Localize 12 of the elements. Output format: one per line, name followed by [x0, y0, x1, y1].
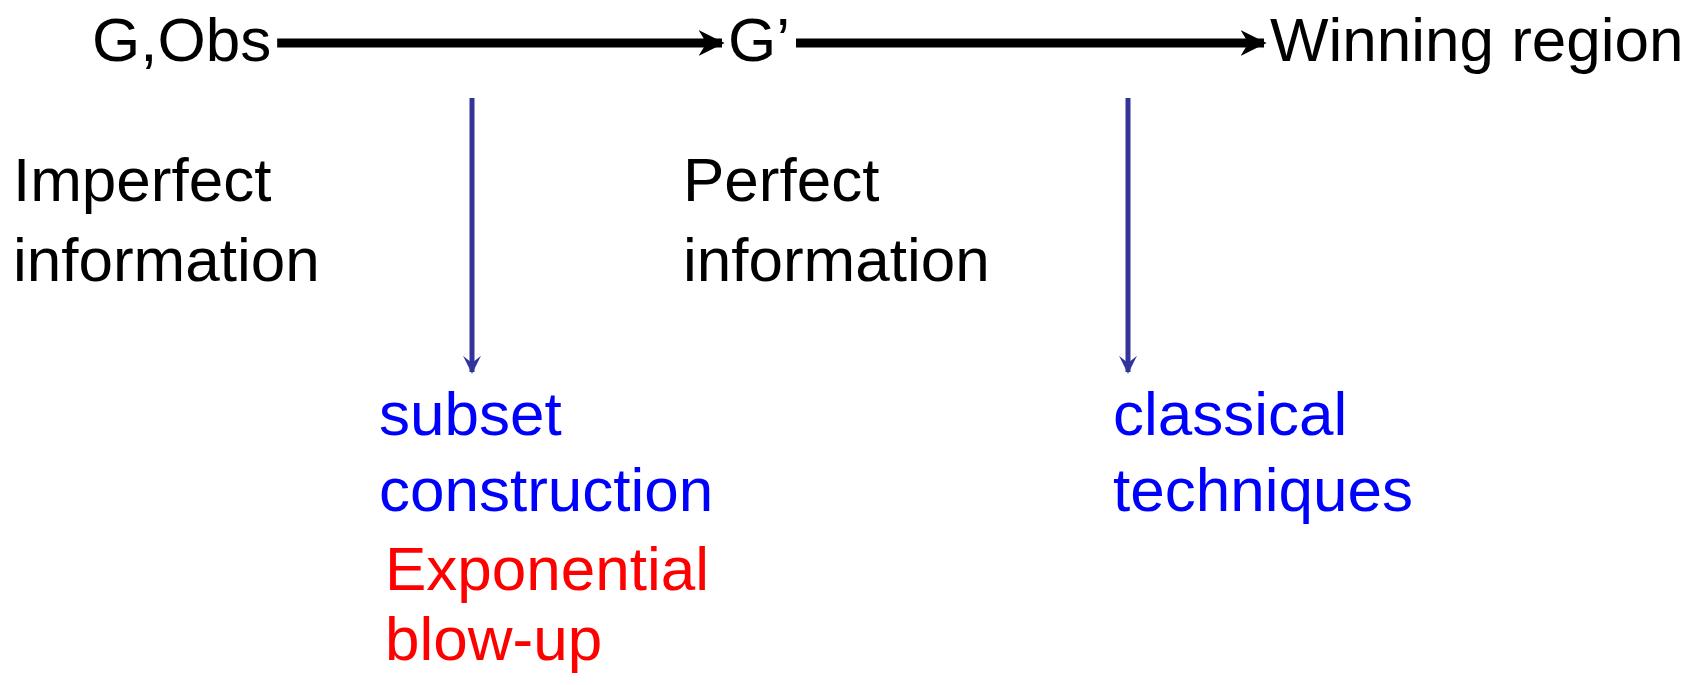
node-label: G,Obs — [92, 4, 272, 76]
label-text: Perfect information — [683, 144, 991, 296]
arrow — [277, 30, 725, 57]
node-label: Winning region — [1270, 4, 1684, 76]
arrow — [796, 30, 1267, 57]
node-label: G’ — [728, 4, 790, 76]
arrow — [463, 98, 481, 374]
node-label: subset construction — [379, 378, 715, 526]
note-text: Exponential blow-up — [385, 534, 711, 674]
node-label: classical techniques — [1113, 378, 1414, 526]
label-text: Imperfect information — [13, 144, 321, 296]
arrow — [1119, 98, 1137, 374]
